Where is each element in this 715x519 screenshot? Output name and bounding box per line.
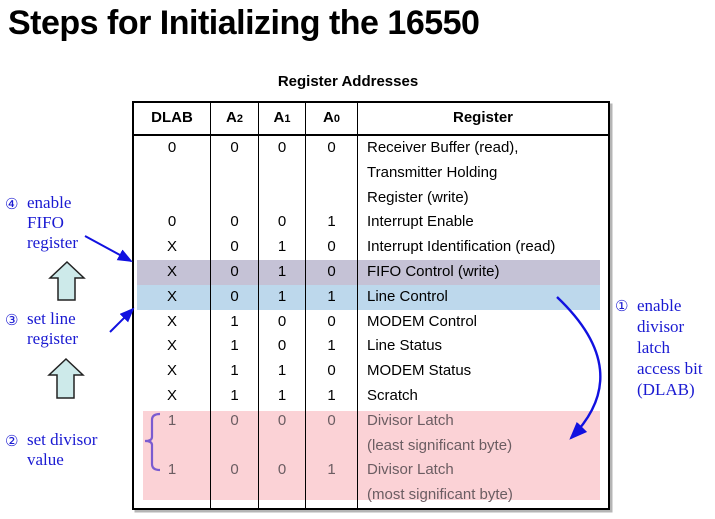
cell-a1: 0: [259, 210, 306, 236]
col-header-register: Register: [452, 109, 514, 127]
annotation-step4-enable-fifo: ④ enable FIFO register: [5, 193, 78, 253]
cell-a1: 0: [259, 334, 306, 360]
cell-a0: 1: [306, 284, 358, 310]
step3-circled-number: ③: [5, 311, 19, 329]
table-row-interrupt-enable: 0 0 0 1 Interrupt Enable: [134, 210, 608, 236]
cell-register: Line Status: [367, 337, 443, 355]
cell-dlab: X: [134, 309, 211, 335]
cell-a0: 0: [306, 235, 358, 260]
table-row-line-control: X 0 1 1 Line Control: [134, 284, 608, 310]
divisor-latch-row-highlight: [143, 410, 600, 459]
annotation-step2-set-divisor: ② set divisor value: [5, 430, 97, 470]
cell-a2: 1: [211, 334, 259, 360]
step1-text: enable divisor latch access bit (DLAB): [637, 296, 703, 399]
cell-register: Interrupt Identification (read): [367, 238, 556, 256]
table-row-scratch: X 1 1 1 Scratch: [134, 383, 608, 409]
table-row-divisor-latch-msb: 1 0 0 1 Divisor Latch (most significant …: [134, 458, 608, 508]
cell-register: Line Control: [367, 287, 448, 305]
annotation-step1-enable-dlab: ① enable divisor latch access bit (DLAB): [615, 295, 703, 400]
step4-circled-number: ④: [5, 195, 19, 213]
cell-a2: 1: [211, 359, 259, 384]
table-row-fifo-control: X 0 1 0 FIFO Control (write): [134, 259, 608, 285]
header-letter: A: [273, 109, 285, 127]
cell-a2: 1: [211, 309, 259, 335]
cell-a0: 1: [306, 383, 358, 409]
col-header-dlab: DLAB: [134, 103, 211, 134]
cell-register: Receiver Buffer (read), Transmitter Hold…: [367, 139, 519, 206]
step1-circled-number: ①: [615, 297, 629, 315]
step2-circled-number: ②: [5, 432, 19, 450]
cell-dlab: 0: [134, 136, 211, 211]
cell-a1: 0: [259, 136, 306, 211]
cell-dlab: 1: [134, 458, 211, 508]
cell-dlab: X: [134, 235, 211, 260]
header-letter: A: [323, 109, 334, 127]
arrow-to-fifo-row: [84, 235, 133, 262]
cell-a0: 1: [306, 334, 358, 360]
arrow-to-line-control-row: [109, 307, 135, 333]
step3-text: set line register: [27, 309, 78, 348]
table-row-line-status: X 1 0 1 Line Status: [134, 334, 608, 360]
header-letter: A: [226, 109, 237, 127]
cell-a1: 1: [259, 383, 306, 409]
cell-dlab: 1: [134, 408, 211, 459]
divisor-latch-row-highlight: [143, 458, 600, 500]
table-row-divisor-latch-lsb: 1 0 0 0 Divisor Latch (least significant…: [134, 408, 608, 459]
cell-a1: 1: [259, 284, 306, 310]
step4-text: enable FIFO register: [27, 193, 78, 252]
cell-register: FIFO Control (write): [367, 262, 500, 280]
cell-register: Scratch: [367, 386, 418, 404]
cell-dlab: X: [134, 284, 211, 310]
cell-a1: 0: [259, 309, 306, 335]
cell-a1: 1: [259, 259, 306, 285]
block-up-arrow-1: [48, 260, 86, 301]
cell-a2: 0: [211, 136, 259, 211]
table-row-interrupt-identification: X 0 1 0 Interrupt Identification (read): [134, 235, 608, 260]
cell-register: Divisor Latch (most significant byte): [367, 461, 513, 504]
cell-a0: 0: [306, 408, 358, 459]
cell-a2: 0: [211, 210, 259, 236]
cell-a0: 1: [306, 210, 358, 236]
fifo-row-highlight: [137, 259, 600, 285]
cell-dlab: X: [134, 359, 211, 384]
line-control-row-highlight: [137, 284, 600, 310]
cell-a1: 1: [259, 235, 306, 260]
cell-a2: 0: [211, 284, 259, 310]
page-title: Steps for Initializing the 16550: [8, 4, 480, 42]
cell-register: MODEM Status: [367, 362, 472, 380]
cell-a2: 0: [211, 408, 259, 459]
cell-register: Interrupt Enable: [367, 213, 474, 231]
table-row-modem-control: X 1 0 0 MODEM Control: [134, 309, 608, 335]
cell-a1: 0: [259, 458, 306, 508]
table-row-modem-status: X 1 1 0 MODEM Status: [134, 359, 608, 384]
cell-dlab: 0: [134, 210, 211, 236]
step2-text: set divisor value: [27, 430, 98, 469]
cell-dlab: X: [134, 334, 211, 360]
cell-a2: 1: [211, 383, 259, 409]
cell-a2: 0: [211, 458, 259, 508]
table-row-receiver-buffer: 0 0 0 0 Receiver Buffer (read), Transmit…: [134, 136, 608, 211]
cell-a2: 0: [211, 235, 259, 260]
cell-dlab: X: [134, 259, 211, 285]
cell-a0: 0: [306, 359, 358, 384]
table-caption: Register Addresses: [277, 73, 419, 90]
block-up-arrow-2: [47, 357, 85, 399]
cell-a1: 0: [259, 408, 306, 459]
cell-dlab: X: [134, 383, 211, 409]
cell-a2: 0: [211, 259, 259, 285]
cell-a0: 0: [306, 259, 358, 285]
cell-register: Divisor Latch (least significant byte): [367, 411, 513, 454]
cell-a0: 1: [306, 458, 358, 508]
cell-a0: 0: [306, 136, 358, 211]
cell-a0: 0: [306, 309, 358, 335]
cell-register: MODEM Control: [367, 312, 478, 330]
annotation-step3-set-line: ③ set line register: [5, 309, 78, 349]
cell-a1: 1: [259, 359, 306, 384]
